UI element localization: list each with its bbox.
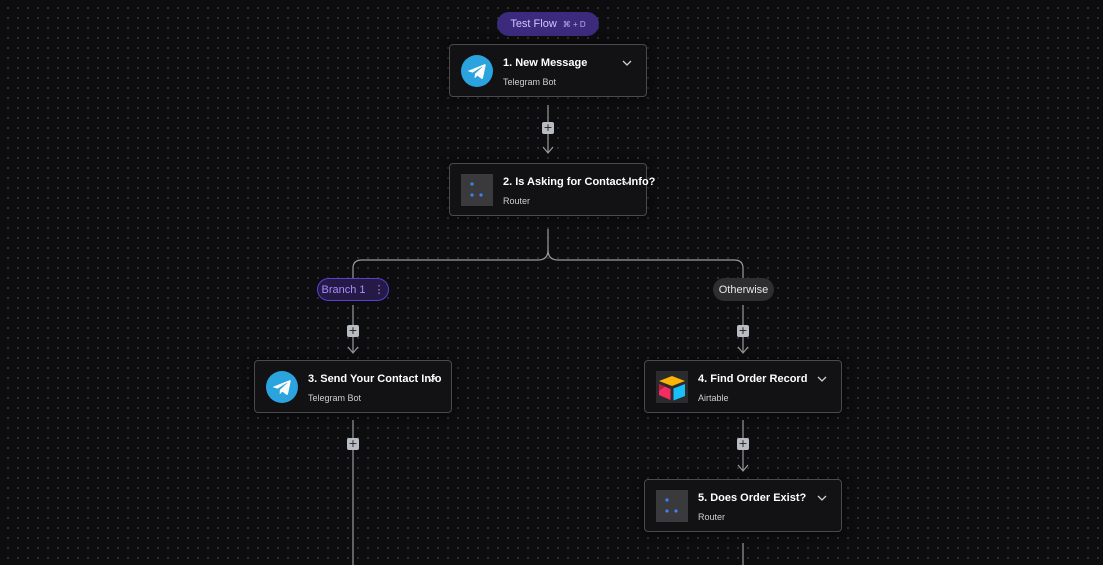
chevron-down-icon[interactable] — [622, 59, 632, 67]
flow-node-2[interactable]: 2. Is Asking for Contact Info? Router — [449, 163, 656, 216]
router-icon — [461, 174, 493, 206]
test-flow-shortcut: ⌘ + D — [562, 19, 586, 29]
chevron-down-icon[interactable] — [427, 375, 437, 383]
node-title: 3. Send Your Contact Info — [308, 373, 442, 385]
telegram-icon — [461, 55, 493, 87]
flow-node-3[interactable]: 3. Send Your Contact Info Telegram Bot — [254, 360, 452, 413]
chevron-down-icon[interactable] — [622, 178, 632, 186]
otherwise-pill[interactable]: Otherwise — [713, 278, 774, 301]
chevron-down-icon[interactable] — [817, 494, 827, 502]
chevron-down-icon[interactable] — [817, 375, 827, 383]
add-step-button[interactable]: + — [347, 437, 359, 450]
telegram-icon — [266, 371, 298, 403]
branch-1-pill[interactable]: Branch 1 ⋮ — [317, 278, 389, 301]
branch-1-label: Branch 1 — [321, 283, 366, 296]
more-vertical-icon[interactable]: ⋮ — [373, 284, 385, 296]
test-flow-button[interactable]: Test Flow ⌘ + D — [497, 12, 599, 36]
add-step-button[interactable]: + — [347, 324, 359, 337]
router-icon — [656, 490, 688, 522]
test-flow-label: Test Flow — [510, 18, 557, 30]
add-step-button[interactable]: + — [737, 437, 749, 450]
node-title: 2. Is Asking for Contact Info? — [503, 176, 656, 188]
node-title: 1. New Message — [503, 57, 588, 69]
flow-node-4[interactable]: 4. Find Order Record Airtable — [644, 360, 842, 413]
flow-node-5[interactable]: 5. Does Order Exist? Router — [644, 479, 842, 532]
flow-node-1[interactable]: 1. New Message Telegram Bot — [449, 44, 647, 97]
add-step-button[interactable]: + — [542, 121, 554, 134]
add-step-button[interactable]: + — [737, 324, 749, 337]
node-subtitle: Telegram Bot — [503, 77, 557, 87]
airtable-icon — [656, 371, 688, 403]
node-subtitle: Telegram Bot — [308, 393, 362, 403]
node-subtitle: Router — [698, 512, 726, 522]
node-title: 4. Find Order Record — [698, 373, 808, 385]
node-subtitle: Airtable — [698, 393, 729, 403]
node-subtitle: Router — [503, 196, 531, 206]
node-title: 5. Does Order Exist? — [698, 492, 807, 504]
